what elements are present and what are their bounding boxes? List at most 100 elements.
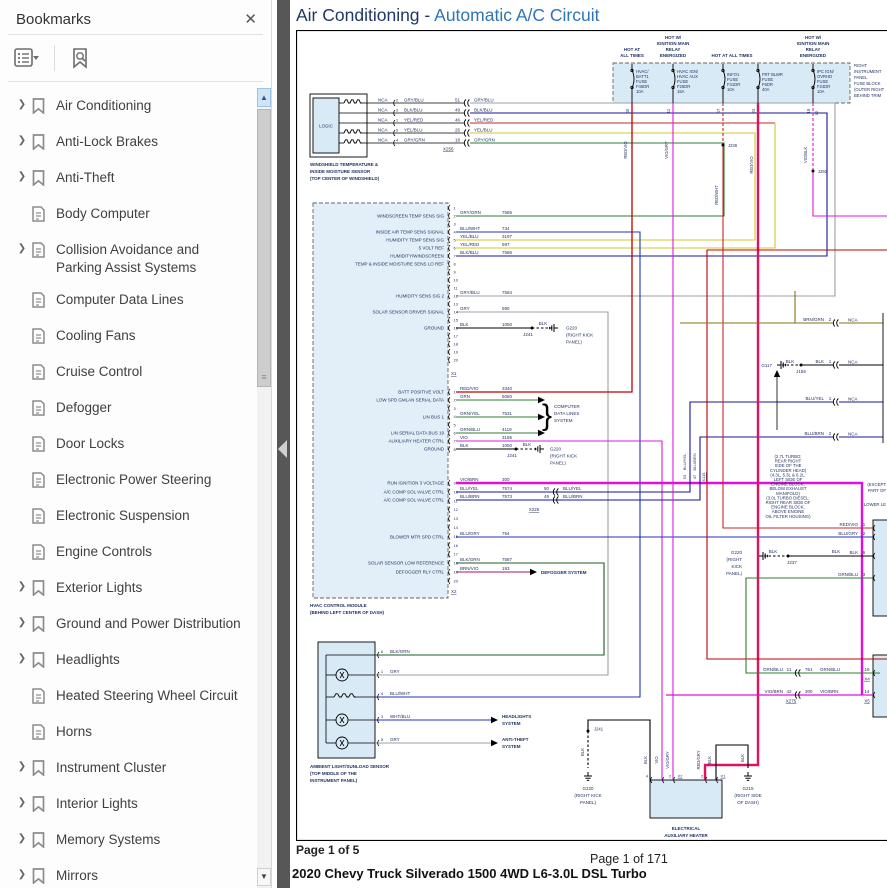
diagram-label: BLOWER MTR SPD CTRL <box>390 535 445 540</box>
bookmark-item-electronic-suspension[interactable]: Electronic Suspension <box>0 500 271 536</box>
bookmark-options-icon[interactable] <box>10 45 44 71</box>
svg-text:2: 2 <box>454 398 457 403</box>
bookmark-item-cruise-control[interactable]: Cruise Control <box>0 356 271 392</box>
bookmark-item-computer-data-lines[interactable]: Computer Data Lines <box>0 284 271 320</box>
scrollbar-grip[interactable]: ≡ <box>261 372 267 382</box>
diagram-label: BLU/YEL <box>460 486 479 491</box>
diagram-label: NCA <box>378 138 388 143</box>
diagram-label: COMPUTER <box>554 404 581 409</box>
expand-chevron-icon <box>12 507 32 509</box>
diagram-label: 53 <box>682 474 687 479</box>
expand-chevron-icon[interactable]: ❯ <box>17 617 27 629</box>
collapse-panel-arrow-icon[interactable] <box>278 440 287 458</box>
diagram-label: BLK <box>460 443 469 448</box>
bookmark-page-icon <box>32 471 56 493</box>
diagram-label: } <box>542 399 552 432</box>
diagram-label: INFO1 <box>727 72 740 77</box>
diagram-label: FUSE <box>677 79 688 84</box>
diagram-page-number: Page 1 of 5 <box>296 843 360 857</box>
bookmark-item-cooling-fans[interactable]: Cooling Fans <box>0 320 271 356</box>
svg-text:4: 4 <box>454 230 457 235</box>
expand-chevron-icon[interactable]: ❯ <box>17 653 27 665</box>
diagram-label: X1 <box>721 774 727 779</box>
diagram-label: 26 <box>455 128 461 133</box>
expand-chevron-icon[interactable]: ❯ <box>17 761 27 773</box>
expand-chevron-icon[interactable]: ❯ <box>17 99 27 110</box>
bookmark-flag-icon <box>32 133 56 155</box>
bookmark-item-collision-avoidance-and-parking-assist-systems[interactable]: ❯Collision Avoidance and Parking Assist … <box>0 234 271 284</box>
bookmark-item-anti-theft[interactable]: ❯Anti-Theft <box>0 162 271 198</box>
diagram-label: X225 <box>529 507 540 512</box>
diagram-label: YEL/RED <box>404 118 424 123</box>
diagram-label: 761 <box>805 667 813 672</box>
expand-chevron-icon[interactable]: ❯ <box>17 171 27 182</box>
diagram-label: J155 <box>796 369 806 374</box>
bookmark-item-heated-steering-wheel-circuit[interactable]: Heated Steering Wheel Circuit <box>0 680 271 716</box>
diagram-label: 1 <box>396 118 399 123</box>
diagram-label: YEL/BLU <box>404 128 423 133</box>
diagram-label: X4 <box>864 677 870 682</box>
bookmark-label: Heated Steering Wheel Circuit <box>56 688 238 704</box>
bookmark-flag-icon <box>32 831 56 853</box>
diagram-label: FRT BLWR <box>762 72 783 77</box>
diagram-label: F6DR <box>762 82 773 87</box>
page-title-system: Air Conditioning <box>296 5 420 25</box>
expand-chevron-icon[interactable]: ❯ <box>17 243 27 254</box>
bookmark-label: Defogger <box>56 400 112 416</box>
scrollbar-thumb[interactable] <box>257 109 271 387</box>
diagram-label: VIO <box>460 435 468 440</box>
diagram-label: REAR RIGHT <box>775 459 802 464</box>
bookmark-item-horns[interactable]: Horns <box>0 716 271 752</box>
bookmark-item-interior-lights[interactable]: ❯Interior Lights <box>0 788 271 824</box>
diagram-label: G117 <box>761 363 772 368</box>
bookmark-item-electronic-power-steering[interactable]: Electronic Power Steering <box>0 464 271 500</box>
diagram-label: YEL/RED <box>474 118 494 123</box>
diagram-label: BLU/BRN <box>563 494 583 499</box>
find-bookmark-icon[interactable] <box>65 44 95 72</box>
scroll-up-arrow[interactable]: ▲ <box>257 88 271 107</box>
svg-text:16: 16 <box>454 543 459 548</box>
expand-chevron-icon[interactable]: ❯ <box>17 869 27 881</box>
diagram-label: INSTRUMENT PANEL) <box>310 778 358 783</box>
diagram-label: 754 <box>502 531 510 536</box>
expand-chevron-icon[interactable]: ❯ <box>17 581 27 593</box>
diagram-label: NCA <box>378 108 388 113</box>
diagram-label: HUMIDITY SENS SIG 2 <box>396 294 444 299</box>
bookmark-item-engine-controls[interactable]: Engine Controls <box>0 536 271 572</box>
diagram-label: HOT W/ <box>665 35 682 40</box>
expand-chevron-icon[interactable]: ❯ <box>17 797 27 809</box>
svg-text:7: 7 <box>454 439 457 444</box>
svg-text:14: 14 <box>454 310 459 315</box>
diagram-label: AMBIENT LIGHT/SUNLOAD SENSOR <box>310 764 390 769</box>
bookmark-label: Horns <box>56 724 93 740</box>
bookmark-flag-icon <box>32 615 56 637</box>
bookmark-flag-icon <box>32 651 56 673</box>
diagram-label: TEMP & INSIDE MOISTURE SENS LO REF <box>355 262 444 267</box>
bookmark-item-body-computer[interactable]: Body Computer <box>0 198 271 234</box>
diagram-label: GROUND <box>424 447 445 452</box>
bookmark-item-headlights[interactable]: ❯Headlights <box>0 644 271 680</box>
diagram-label: 47 <box>692 474 697 479</box>
bookmark-item-ground-and-power-distribution[interactable]: ❯Ground and Power Distribution <box>0 608 271 644</box>
bookmark-item-memory-systems[interactable]: ❯Memory Systems <box>0 824 271 860</box>
diagram-label: VIO/BRN <box>460 477 479 482</box>
bookmarks-panel-title: Bookmarks <box>16 10 92 28</box>
close-panel-icon[interactable]: ✕ <box>244 11 257 28</box>
diagram-label: NCA <box>848 318 858 323</box>
expand-chevron-icon[interactable]: ❯ <box>17 833 27 845</box>
expand-chevron-icon[interactable]: ❯ <box>17 135 27 146</box>
diagram-label: HVAC IGN/ <box>677 69 699 74</box>
svg-text:11: 11 <box>454 286 459 291</box>
bookmark-item-air-conditioning[interactable]: ❯Air Conditioning <box>0 90 271 126</box>
bookmark-item-defogger[interactable]: Defogger <box>0 392 271 428</box>
diagram-label: 7531 <box>502 411 513 416</box>
bookmark-item-exterior-lights[interactable]: ❯Exterior Lights <box>0 572 271 608</box>
bookmark-item-anti-lock-brakes[interactable]: ❯Anti-Lock Brakes <box>0 126 271 162</box>
scroll-down-arrow[interactable]: ▼ <box>257 868 271 886</box>
bookmark-item-door-locks[interactable]: Door Locks <box>0 428 271 464</box>
bookmark-item-mirrors[interactable]: ❯Mirrors <box>0 860 271 888</box>
bookmarks-panel-header: Bookmarks ✕ <box>0 0 271 34</box>
diagram-label: 590 <box>502 306 510 311</box>
bookmark-item-instrument-cluster[interactable]: ❯Instrument Cluster <box>0 752 271 788</box>
diagram-label: NCA <box>378 118 388 123</box>
